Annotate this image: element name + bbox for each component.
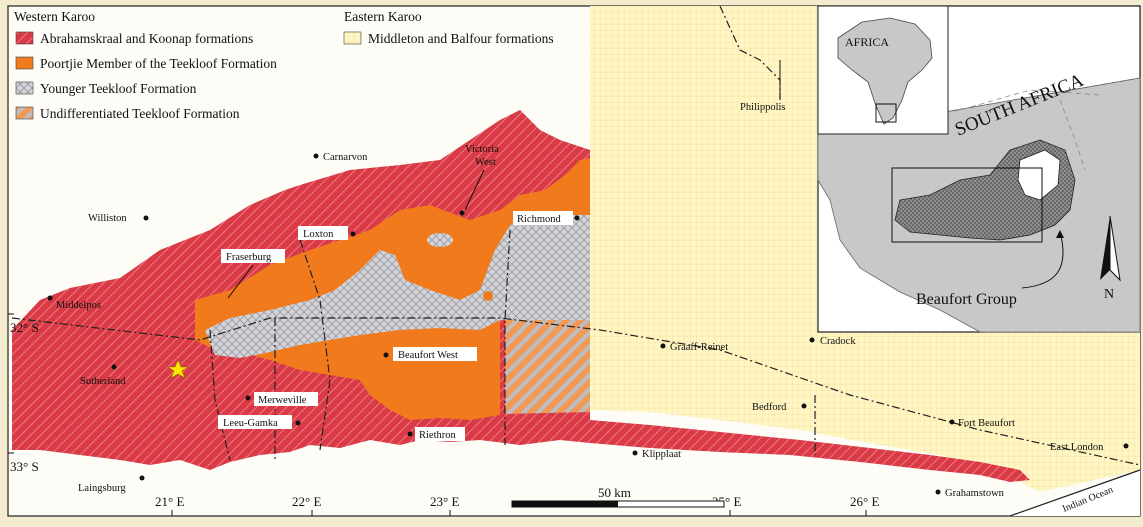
orange-spot [483, 291, 493, 301]
town-riethron: Riethron [419, 430, 456, 441]
scale-bar-label: 50 km [598, 485, 631, 500]
beaufort-group-label: Beaufort Group [916, 291, 1017, 308]
north-label: N [1104, 287, 1114, 302]
town-leeu-gamka: Leeu-Gamka [223, 418, 278, 429]
railway-lines [11, 5, 1141, 466]
towns: Carnarvon Victoria West Williston Loxton… [47, 60, 1129, 499]
town-victoria-west-2: West [475, 157, 496, 168]
lon-26-label: 26° E [850, 494, 879, 509]
town-beaufort-west: Beaufort West [398, 350, 458, 361]
town-loxton: Loxton [303, 229, 334, 240]
younger-teekloof-region [205, 215, 590, 358]
town-williston: Williston [88, 213, 127, 224]
town-victoria-west-1: Victoria [465, 144, 499, 155]
town-philippolis: Philippolis [740, 102, 786, 113]
town-bedford: Bedford [752, 402, 787, 413]
legend-swatch-red [15, 31, 34, 45]
town-richmond: Richmond [517, 214, 561, 225]
lat-33-label: 33° S [10, 459, 39, 474]
town-carnarvon: Carnarvon [323, 152, 368, 163]
legend-label-middleton: Middleton and Balfour formations [368, 31, 554, 46]
cream-north-lobe [700, 6, 805, 112]
town-merweville: Merweville [258, 395, 307, 406]
legend-label-undifferentiated: Undifferentiated Teekloof Formation [40, 106, 240, 121]
town-laingsburg: Laingsburg [78, 483, 126, 494]
town-east-london: East London [1050, 442, 1104, 453]
legend-label-abrahamskraal: Abrahamskraal and Koonap formations [40, 31, 253, 46]
legend-label-poortjie: Poortjie Member of the Teekloof Formatio… [40, 56, 277, 71]
undifferentiated-teekloof-region [505, 320, 590, 414]
town-sutherland: Sutherland [80, 376, 126, 387]
town-klipplaat: Klipplaat [642, 449, 681, 460]
lon-22-label: 22° E [292, 494, 321, 509]
legend-west-title: Western Karoo [14, 9, 95, 24]
lon-21-label: 21° E [155, 494, 184, 509]
lon-23-label: 23° E [430, 494, 459, 509]
inset-map: AFRICA SOUTH AFRICA Beaufort Group N [817, 5, 1141, 333]
legend-swatch-cream [343, 31, 362, 45]
study-site-star-icon [167, 359, 189, 379]
africa-label: AFRICA [845, 35, 889, 49]
legend-swatch-orange [15, 56, 34, 70]
north-arrow-icon [1100, 215, 1121, 282]
town-middelpos: Middelpos [56, 300, 101, 311]
legend-swatch-grey [15, 81, 34, 95]
town-grahamstown: Grahamstown [945, 488, 1005, 499]
legend-swatch-stripe [15, 106, 34, 120]
legend-east-title: Eastern Karoo [344, 9, 422, 24]
lat-32-label: 32° S [10, 320, 39, 335]
town-fort-beaufort: Fort Beaufort [958, 418, 1015, 429]
town-fraserburg: Fraserburg [226, 252, 272, 263]
town-cradock: Cradock [820, 336, 856, 347]
legend: Western Karoo Abrahamskraal and Koonap f… [14, 9, 554, 121]
town-graaff-reinet: Graaff-Reinet [670, 342, 728, 353]
grey-island [427, 233, 453, 247]
legend-label-younger-teekloof: Younger Teekloof Formation [40, 81, 197, 96]
scale-bar: 50 km [511, 485, 725, 508]
